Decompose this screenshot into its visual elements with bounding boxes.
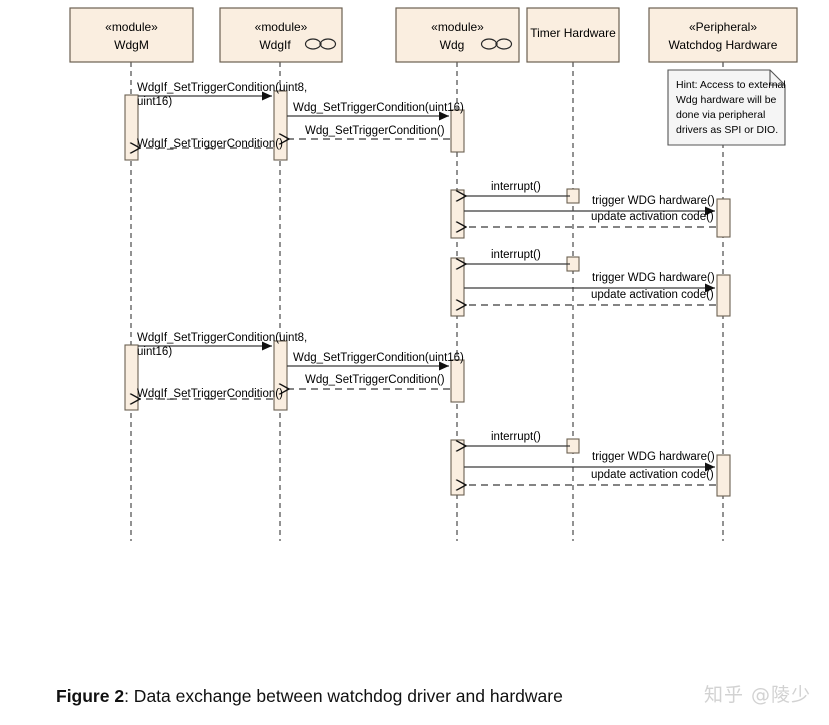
lifeline-header-timer[interactable]: Timer Hardware	[526, 7, 620, 63]
figure-caption-prefix: Figure 2	[56, 686, 125, 706]
hint-note-line-1: Hint: Access to external	[676, 79, 786, 91]
socket-icon-wdg	[480, 38, 513, 50]
message-label-m3: Wdg_SetTriggerCondition()	[305, 125, 445, 137]
lifeline-stereotype-wdgm: «module»	[105, 20, 158, 34]
lifeline-label-wdg: Wdg	[440, 38, 465, 52]
activation-wdg-2	[450, 359, 465, 403]
message-label-m12: Wdg_SetTriggerCondition(uint16)	[293, 352, 464, 364]
message-label-m11b: uint16)	[137, 346, 172, 358]
activation-wdg-i2	[450, 257, 465, 317]
lifeline-label-timer: Timer Hardware	[530, 26, 616, 40]
lifeline-header-wdg[interactable]: «module» Wdg	[395, 7, 520, 63]
message-label-m14: WdgIf_SetTriggerCondition()	[137, 388, 283, 400]
message-group-block-1: WdgIf_SetTriggerCondition(uint8, uint16)…	[137, 82, 464, 150]
lifeline-label-wdgif: WdgIf	[259, 38, 291, 52]
message-label-m16: trigger WDG hardware()	[592, 451, 715, 463]
message-label-m2: Wdg_SetTriggerCondition(uint16)	[293, 102, 464, 114]
message-label-m6: trigger WDG hardware()	[592, 195, 715, 207]
message-label-m11: WdgIf_SetTriggerCondition(uint8,	[137, 332, 307, 344]
figure-caption-rest: : Data exchange between watchdog driver …	[124, 686, 563, 706]
message-group-interrupt-2: interrupt() trigger WDG hardware() updat…	[464, 249, 716, 305]
lifeline-stereotype-wdghw: «Peripheral»	[689, 20, 757, 34]
message-group-block-2: WdgIf_SetTriggerCondition(uint8, uint16)…	[137, 332, 464, 400]
message-label-m7: update activation code()	[591, 211, 714, 223]
message-group-interrupt-3: interrupt() trigger WDG hardware() updat…	[464, 431, 716, 485]
message-label-m8: interrupt()	[491, 249, 541, 261]
message-label-m1b: uint16)	[137, 96, 172, 108]
lifeline-stereotype-wdgif: «module»	[255, 20, 308, 34]
activation-wdghw-i2	[716, 274, 731, 317]
watermark: 知乎 @陵少	[703, 684, 811, 706]
message-label-m17: update activation code()	[591, 469, 714, 481]
figure-caption: Figure 2: Data exchange between watchdog…	[56, 686, 563, 707]
lifeline-label-wdgm: WdgM	[114, 38, 149, 52]
message-label-m1: WdgIf_SetTriggerCondition(uint8,	[137, 82, 307, 94]
message-label-m4: WdgIf_SetTriggerCondition()	[137, 138, 283, 150]
activation-wdg-i3	[450, 439, 465, 496]
lifeline-stereotype-wdg: «module»	[431, 20, 484, 34]
hint-note-line-3: done via peripheral	[676, 109, 765, 121]
lifeline-header-wdgm[interactable]: «module» WdgM	[69, 7, 194, 63]
socket-icon-wdgif	[304, 38, 337, 50]
message-label-m15: interrupt()	[491, 431, 541, 443]
message-label-m9: trigger WDG hardware()	[592, 272, 715, 284]
message-label-m10: update activation code()	[591, 289, 714, 301]
activation-wdg-1	[450, 109, 465, 153]
lifeline-header-wdghw[interactable]: «Peripheral» Watchdog Hardware	[648, 7, 798, 63]
lifeline-label-wdghw: Watchdog Hardware	[669, 38, 778, 52]
lifeline-header-wdgif[interactable]: «module» WdgIf	[219, 7, 343, 63]
activation-wdghw-i3	[716, 454, 731, 497]
message-label-m13: Wdg_SetTriggerCondition()	[305, 374, 445, 386]
activation-wdg-i1	[450, 189, 465, 239]
message-group-interrupt-1: interrupt() trigger WDG hardware() updat…	[464, 181, 716, 227]
hint-note: Hint: Access to external Wdg hardware wi…	[667, 69, 786, 146]
hint-note-line-2: Wdg hardware will be	[676, 94, 777, 106]
activation-wdghw-i1	[716, 198, 731, 238]
hint-note-line-4: drivers as SPI or DIO.	[676, 124, 778, 136]
message-label-m5: interrupt()	[491, 181, 541, 193]
lifeline-headers: «module» WdgM «module» WdgIf «module» Wd…	[69, 7, 798, 63]
